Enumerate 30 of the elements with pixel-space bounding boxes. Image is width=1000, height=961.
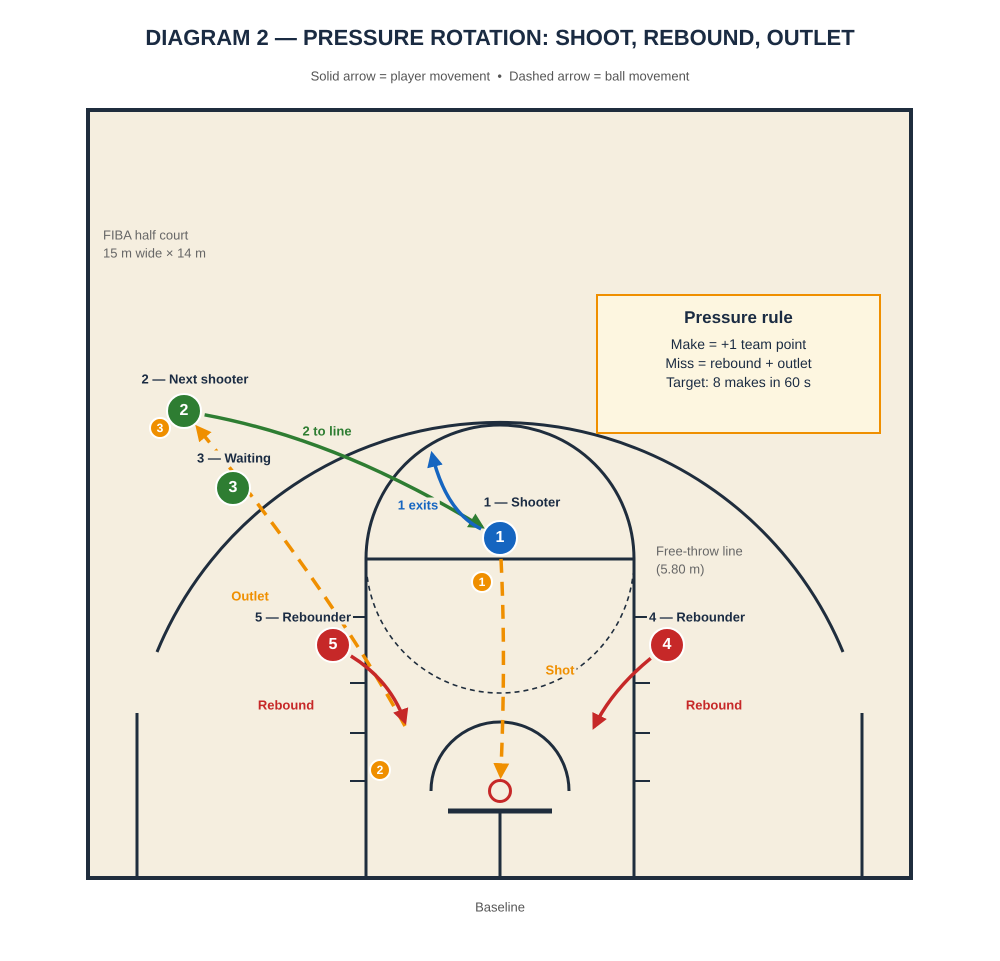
rule-text: Make = +1 team point <box>670 335 808 354</box>
arrow <box>592 656 652 730</box>
player-label: 2 — Next shooter <box>140 372 250 386</box>
line-annotation: Free-throw line <box>656 544 743 558</box>
dashed-arrow <box>195 424 407 727</box>
court-note: 15 m wide × 14 m <box>103 246 206 260</box>
arrow <box>428 450 482 530</box>
dashed-arrow <box>493 558 510 780</box>
rule-text: Miss = rebound + outlet <box>664 354 813 373</box>
edge-label: Rebound <box>684 698 744 712</box>
player-label: 1 — Shooter <box>482 494 562 510</box>
hoop-rim <box>488 779 512 803</box>
edge-label: Outlet <box>229 588 271 604</box>
arrow <box>204 413 485 529</box>
card-heading: Pressure rule <box>683 308 794 328</box>
baseline-label: Baseline <box>475 900 525 914</box>
player-label: 4 — Rebounder <box>646 610 748 624</box>
court-note: FIBA half court <box>103 228 188 242</box>
rule-card <box>596 294 881 434</box>
edge-label: Rebound <box>256 698 316 712</box>
line-annotation: (5.80 m) <box>656 562 704 576</box>
edge-label: Shot <box>544 662 576 678</box>
edge-label: 2 to line <box>300 424 354 438</box>
arrow <box>350 654 408 725</box>
player-label: 5 — Rebounder <box>252 610 354 624</box>
edge-label: 1 exits <box>396 498 440 512</box>
diagram-title: DIAGRAM 2 — PRESSURE ROTATION: SHOOT, REBOUND, OUTLET <box>145 25 855 51</box>
subtitle: Solid arrow = player movement • Dashed arrow = ball movement <box>310 68 690 84</box>
player-label: 3 — Waiting <box>195 450 273 466</box>
rule-text: Target: 8 makes in 60 s <box>665 373 812 392</box>
